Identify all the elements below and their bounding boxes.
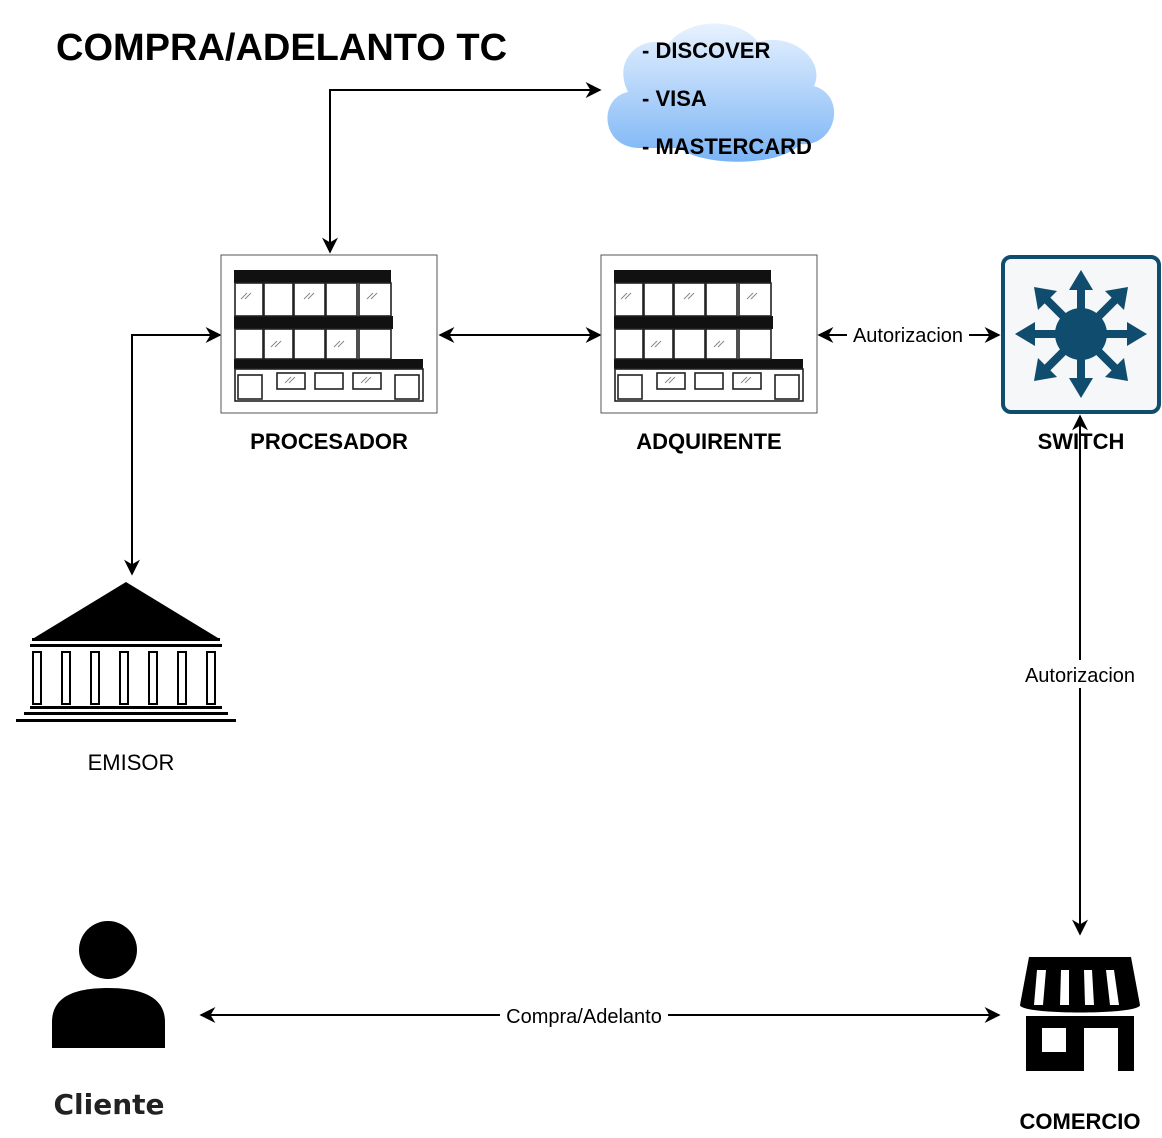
network-switch-icon bbox=[1001, 255, 1161, 414]
node-label-procesador: PROCESADOR bbox=[250, 429, 408, 454]
edge-label: Compra/Adelanto bbox=[506, 1006, 662, 1028]
edge-cliente-comercio: Compra/Adelanto bbox=[199, 1002, 1001, 1028]
edge-switch-comercio: Autorizacion bbox=[1018, 414, 1142, 936]
node-label-adquirente: ADQUIRENTE bbox=[636, 429, 781, 454]
node-label-cliente: Cliente bbox=[53, 1088, 164, 1121]
node-label-comercio: COMERCIO bbox=[1020, 1109, 1141, 1134]
edge-label: Autorizacion bbox=[853, 325, 963, 347]
office-building-icon bbox=[220, 254, 438, 414]
user-icon bbox=[52, 921, 165, 1048]
cloud-icon bbox=[607, 23, 835, 162]
edge-procesador-emisor bbox=[124, 327, 222, 576]
network-item: - MASTERCARD bbox=[642, 134, 812, 159]
store-icon bbox=[1020, 957, 1140, 1071]
node-label-switch: SWITCH bbox=[1038, 429, 1125, 454]
bank-icon bbox=[16, 582, 236, 722]
edge-adquirente-switch: Autorizacion bbox=[817, 322, 1001, 348]
office-building-icon bbox=[600, 254, 818, 414]
edge-cloud-procesador bbox=[322, 82, 602, 254]
network-item: - VISA bbox=[642, 86, 707, 111]
node-label-emisor: EMISOR bbox=[88, 750, 175, 775]
edge-label: Autorizacion bbox=[1025, 665, 1135, 687]
diagram-title: COMPRA/ADELANTO TC bbox=[56, 27, 507, 69]
network-item: - DISCOVER bbox=[642, 38, 770, 63]
